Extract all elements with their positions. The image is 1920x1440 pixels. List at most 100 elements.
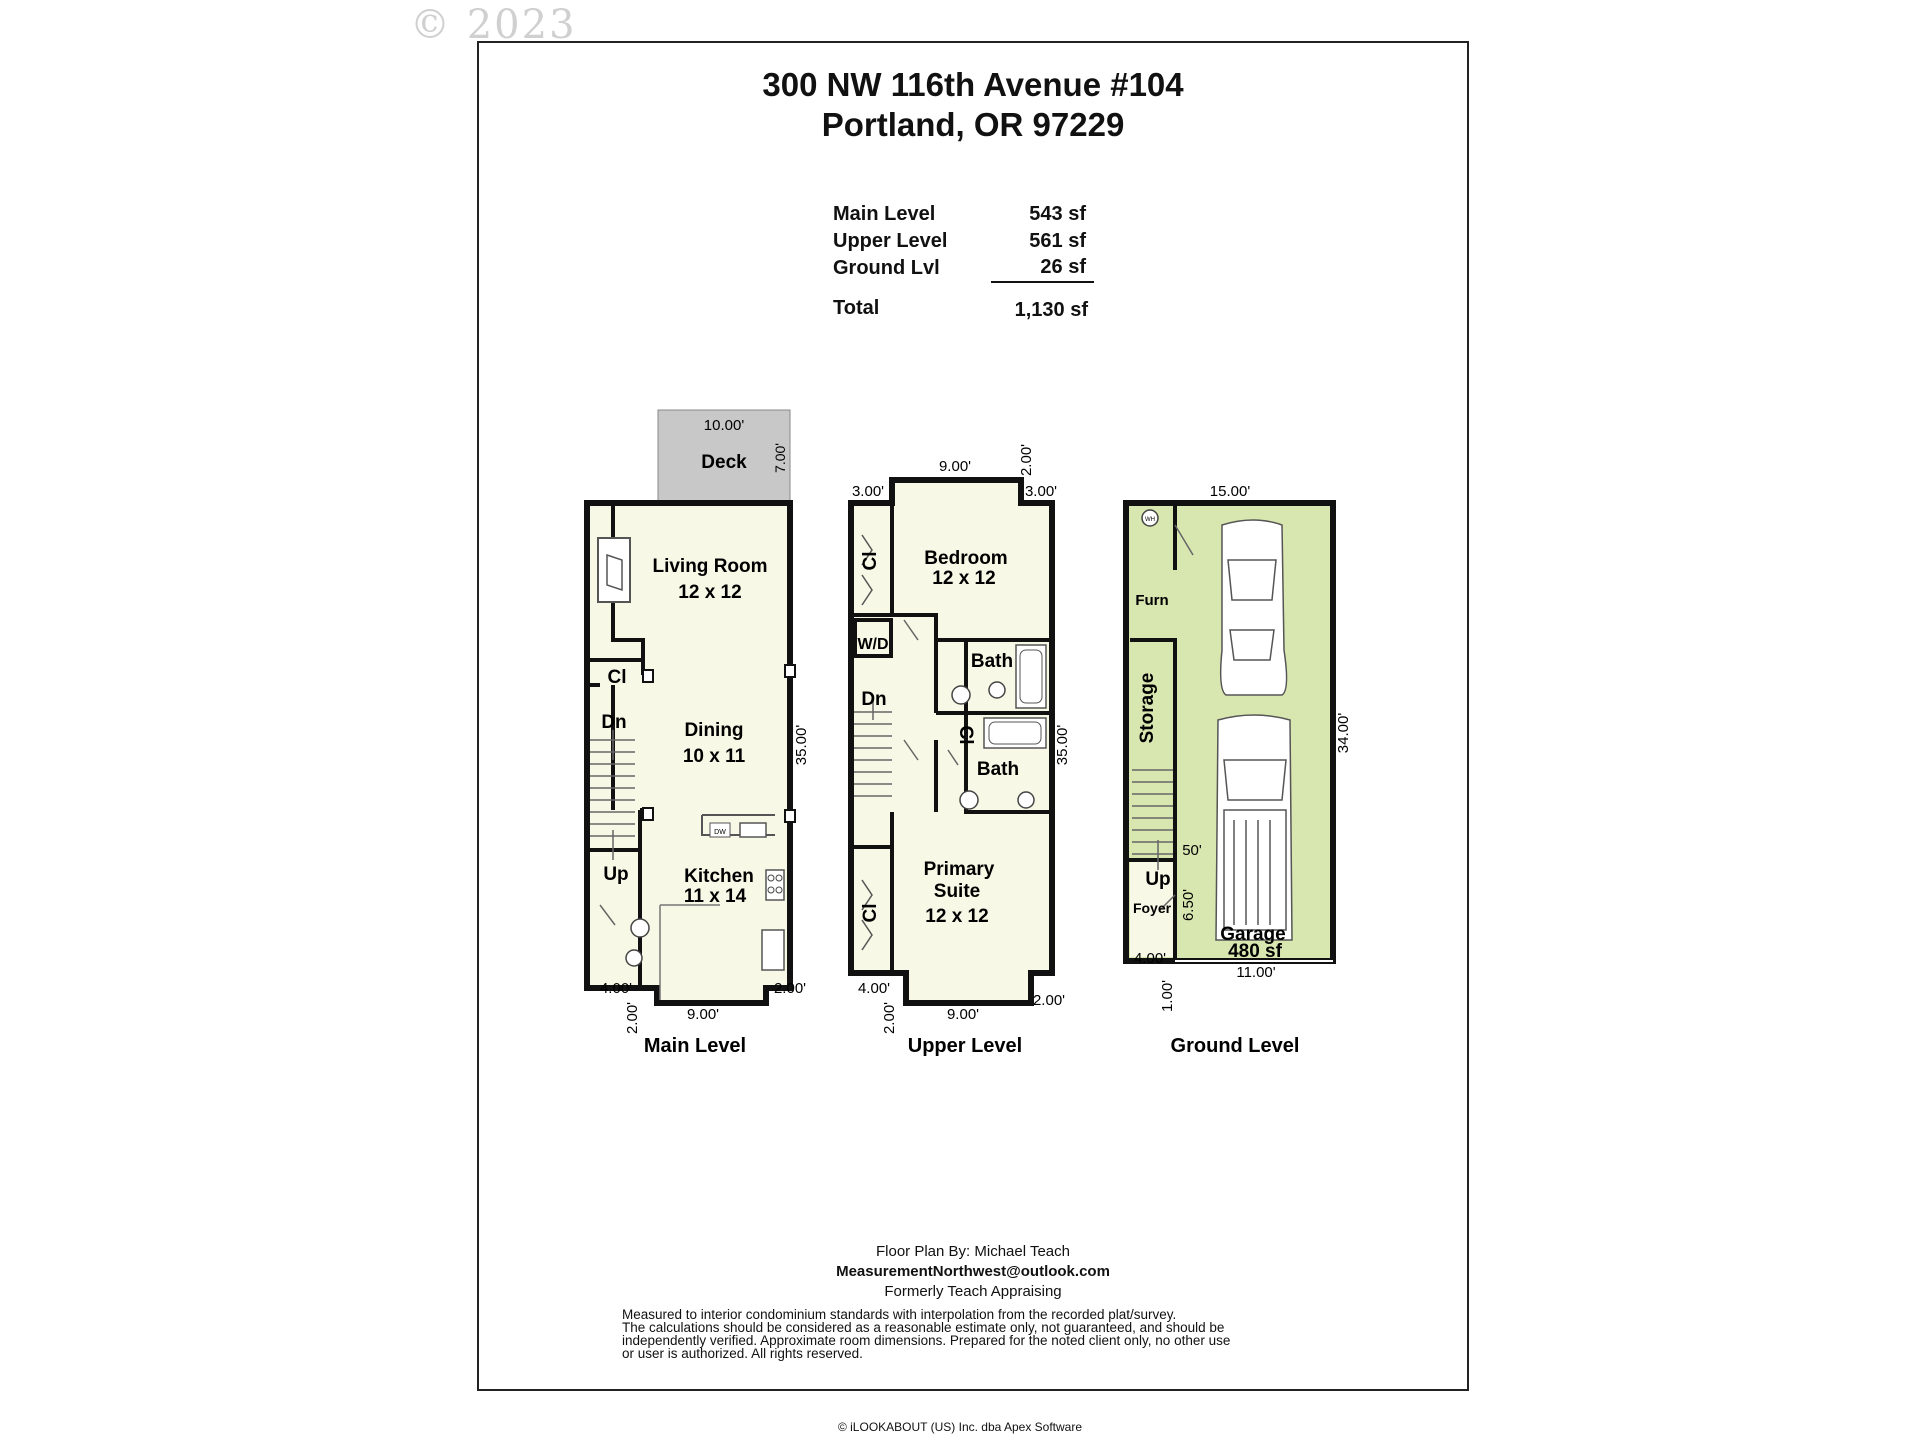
main-closet-label: Cl — [608, 667, 627, 688]
bathtub-1 — [1015, 644, 1047, 709]
washer-dryer-closet — [853, 618, 893, 658]
upper-closet-3-label: Cl — [860, 904, 881, 923]
ground-level-caption: Ground Level — [1171, 1035, 1300, 1057]
upper-bottom-left-v-dim: 2.00' — [881, 1002, 898, 1034]
main-bottom-left-dim: 4.00' — [600, 980, 632, 997]
area-label: Ground Lvl — [833, 257, 940, 279]
ground-up-label: Up — [1145, 869, 1170, 890]
foyer-floor — [1130, 860, 1175, 957]
main-dn-label: Dn — [601, 712, 626, 733]
kitchen-island-line — [659, 904, 720, 1000]
formerly-note: Formerly Teach Appraising — [884, 1283, 1062, 1300]
upper-stairs — [854, 700, 892, 797]
foyer-width-dim: 4.00' — [1134, 950, 1166, 967]
kitchen-sink — [739, 822, 767, 838]
main-stairs — [590, 730, 635, 860]
main-level-plan: 10.00' Deck 7.00' Living Room 12 x 12 Cl… — [584, 409, 810, 1057]
deck-depth-dim: 7.00' — [772, 443, 788, 473]
furn-label: Furn — [1135, 592, 1168, 609]
upper-bottom-right-dim: 2.00' — [1033, 992, 1065, 1009]
dishwasher — [709, 822, 731, 838]
upper-bottom-mid-dim: 9.00' — [947, 1006, 979, 1023]
area-value: 543 sf — [1029, 203, 1086, 225]
upper-top-v-dim: 2.00' — [1018, 444, 1035, 476]
upper-level-caption: Upper Level — [908, 1035, 1022, 1057]
window-marker — [642, 807, 654, 821]
primary-suite-label-2: Suite — [934, 881, 980, 902]
ground-stairs — [1132, 769, 1173, 870]
foyer-label: Foyer — [1133, 900, 1172, 916]
subtotal-rule — [991, 281, 1094, 283]
water-heater-label: WH — [1145, 517, 1155, 523]
foyer-height-dim: 6.50' — [1180, 889, 1197, 921]
disclaimer-line: or user is authorized. All rights reserv… — [622, 1346, 863, 1361]
primary-suite-label-1: Primary — [924, 859, 995, 880]
disclaimer: Measured to interior condominium standar… — [622, 1307, 1342, 1361]
disclaimer-line: independently verified. Approximate room… — [622, 1333, 1231, 1348]
powder-door — [599, 904, 616, 926]
disclaimer-line: The calculations should be considered as… — [622, 1320, 1225, 1335]
refrigerator — [761, 929, 785, 971]
upper-top-mid-dim: 9.00' — [939, 458, 971, 475]
main-bottom-right-dim: 2.00' — [774, 980, 806, 997]
bedroom-label: Bedroom — [924, 548, 1007, 569]
ground-top-dim: 15.00' — [1210, 483, 1251, 500]
primary-closet-doors — [861, 879, 873, 951]
bedroom-size: 12 x 12 — [932, 568, 995, 589]
bath-1-label: Bath — [971, 651, 1013, 672]
upper-door-swings — [903, 619, 959, 766]
furn-door — [1174, 524, 1194, 556]
kitchen-size: 11 x 14 — [684, 886, 747, 907]
car-icon — [1219, 519, 1288, 696]
area-label: Main Level — [833, 203, 936, 225]
garage-size: 480 sf — [1228, 941, 1283, 962]
main-bottom-mid-dim: 9.00' — [687, 1006, 719, 1023]
address-line-2: Portland, OR 97229 — [821, 106, 1125, 143]
ground-bottom-dim: 11.00' — [1236, 964, 1275, 981]
bath-2-label: Bath — [977, 759, 1019, 780]
storage-label: Storage — [1137, 673, 1158, 744]
main-height-dim: 35.00' — [793, 725, 810, 766]
powder-toilet — [625, 949, 643, 967]
upper-dn-label: Dn — [861, 689, 886, 710]
living-room-label: Living Room — [652, 556, 767, 577]
window-marker — [784, 809, 796, 823]
water-heater-icon — [1141, 509, 1159, 527]
ground-height-dim: 34.00' — [1335, 713, 1352, 754]
deck-width-dim: 10.00' — [704, 417, 745, 434]
dining-label: Dining — [684, 720, 743, 741]
main-level-caption: Main Level — [644, 1035, 746, 1057]
area-value: 561 sf — [1029, 230, 1086, 252]
dining-size: 10 x 11 — [683, 746, 746, 767]
main-up-label: Up — [603, 864, 628, 885]
ground-bottom-v-dim: 1.00' — [1159, 980, 1176, 1012]
truck-icon — [1215, 714, 1293, 941]
software-copyright: © iLOOKABOUT (US) Inc. dba Apex Software — [837, 1420, 1083, 1434]
ground-level-walls — [1126, 503, 1177, 960]
contact-email: MeasurementNorthwest@outlook.com — [836, 1263, 1110, 1280]
kitchen-label: Kitchen — [684, 866, 754, 887]
bath-1-sink — [951, 685, 971, 705]
primary-suite-size: 12 x 12 — [925, 906, 988, 927]
area-value: 26 sf — [1040, 256, 1086, 278]
upper-level-plan: 9.00' 3.00' 3.00' 2.00' Cl Bedroom 12 x … — [848, 444, 1071, 1057]
bathtub-2 — [983, 717, 1047, 749]
upper-bottom-left-dim: 4.00' — [858, 980, 890, 997]
address-line-1: 300 NW 116th Avenue #104 — [762, 66, 1184, 103]
garage-label: Garage — [1220, 924, 1285, 945]
bath-2-sink — [959, 790, 979, 810]
window-marker — [642, 669, 654, 683]
area-label: Upper Level — [833, 230, 948, 252]
ground-stair-dim: 50' — [1182, 842, 1202, 859]
disclaimer-line: Measured to interior condominium standar… — [622, 1307, 1177, 1322]
living-room-size: 12 x 12 — [678, 582, 741, 603]
bath-2-toilet — [1017, 791, 1035, 809]
upper-level-outline — [848, 477, 1055, 1006]
fireplace — [597, 537, 631, 603]
upper-level-walls — [851, 503, 1052, 973]
copyright-watermark: © 2023 — [410, 2, 577, 48]
upper-top-right-dim: 3.00' — [1025, 483, 1057, 500]
area-label: Total — [833, 297, 880, 319]
bedroom-closet-doors — [861, 534, 873, 606]
washer-dryer-label: W/D — [857, 636, 888, 653]
